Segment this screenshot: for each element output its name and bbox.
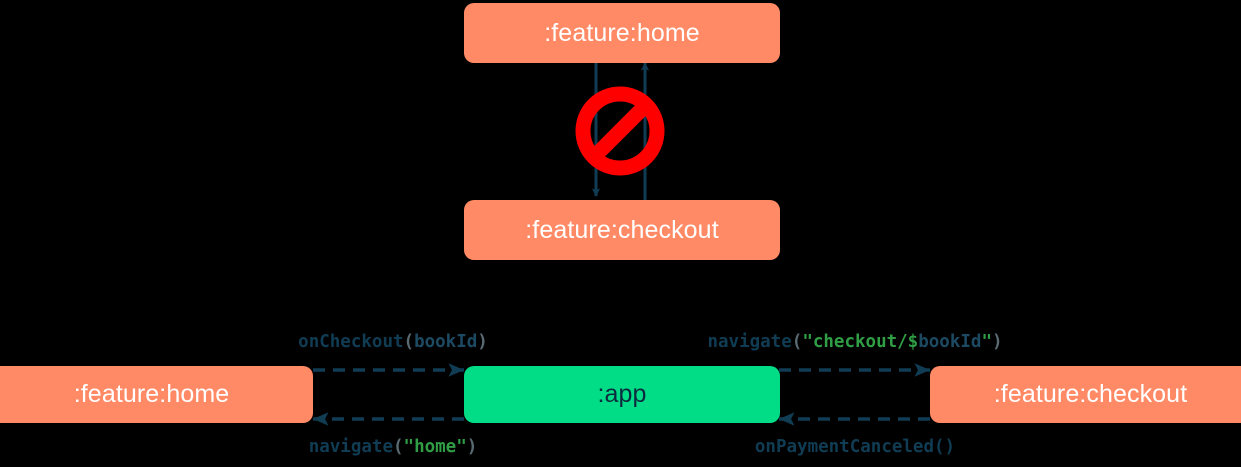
label-token: "checkout/$ (802, 332, 919, 352)
label-token: ) (466, 437, 478, 457)
label-token: ) (477, 332, 488, 352)
node-feature-home-bottom[interactable]: :feature:home (0, 366, 313, 423)
label-token: ( (791, 332, 803, 352)
node-label: :feature:checkout (525, 215, 719, 244)
edge-label-on-checkout: onCheckout(bookId) (298, 332, 488, 352)
node-label: :app (597, 380, 647, 408)
node-label: :feature:home (544, 18, 700, 47)
label-token: " (981, 332, 992, 352)
node-label: :feature:home (73, 380, 230, 408)
edge-label-on-payment-canceled: onPaymentCanceled() (755, 437, 955, 457)
label-token: navigate (308, 437, 393, 457)
edge-label-navigate-home: navigate("home") (309, 437, 478, 457)
edge-label-navigate-checkout: navigate("checkout/$bookId") (707, 332, 1002, 352)
label-token: bookId (918, 332, 982, 352)
node-label: :feature:checkout (993, 380, 1188, 408)
node-feature-checkout-bottom[interactable]: :feature:checkout (930, 366, 1241, 423)
label-token: () (934, 437, 956, 457)
node-feature-checkout-top[interactable]: :feature:checkout (464, 200, 780, 260)
label-token: bookId (414, 332, 478, 352)
label-token: ) (991, 332, 1003, 352)
node-app[interactable]: :app (464, 366, 780, 423)
no-entry-icon (575, 86, 665, 176)
label-token: ( (392, 437, 404, 457)
label-token: "home" (403, 437, 467, 457)
node-feature-home-top[interactable]: :feature:home (464, 3, 780, 63)
label-token: navigate (707, 332, 792, 352)
label-token: onPaymentCanceled (754, 437, 935, 457)
label-token: ( (403, 332, 415, 352)
label-token: onCheckout (298, 332, 404, 352)
